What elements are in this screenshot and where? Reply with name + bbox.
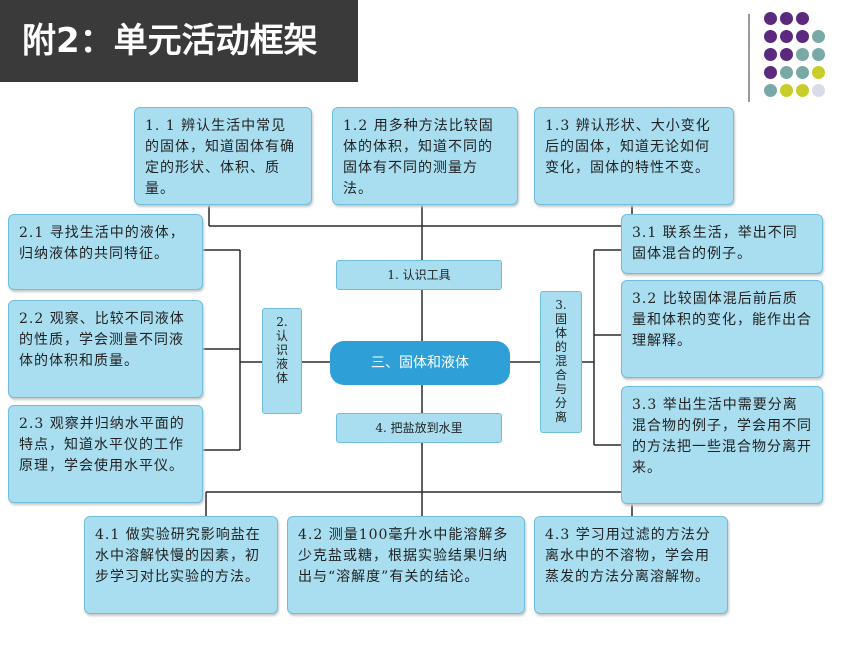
decorative-dot (764, 12, 777, 25)
decorative-dot (764, 48, 777, 61)
decorative-dot (796, 12, 809, 25)
branch-label-1: 1. 认识工具 (336, 260, 502, 290)
decorative-dot (764, 84, 777, 97)
goal-box-2-1: 2.1 寻找生活中的液体，归纳液体的共同特征。 (8, 214, 203, 290)
goal-box-1-1: 1. 1 辨认生活中常见的固体，知道固体有确定的形状、体积、质量。 (134, 107, 312, 205)
decorative-dot (780, 30, 793, 43)
goal-box-4-2: 4.2 测量100毫升水中能溶解多少克盐或糖，根据实验结果归纳出与“溶解度”有关… (287, 516, 525, 614)
decorative-dot-grid (764, 12, 846, 108)
decorative-dot (796, 48, 809, 61)
goal-box-3-3: 3.3 举出生活中需要分离混合物的例子，学会用不同的方法把一些混合物分离开来。 (621, 386, 823, 504)
decorative-dot (796, 84, 809, 97)
branch-label-3: 3. 固体的混合与分离 (540, 291, 582, 433)
decorative-dot (812, 66, 825, 79)
goal-box-2-3: 2.3 观察并归纳水平面的特点，知道水平仪的工作原理，学会使用水平仪。 (8, 405, 203, 503)
decorative-dot (812, 30, 825, 43)
decorative-dot (780, 48, 793, 61)
decorative-dot (780, 12, 793, 25)
branch-label-4: 4. 把盐放到水里 (336, 413, 502, 443)
goal-box-3-2: 3.2 比较固体混后前后质量和体积的变化，能作出合理解释。 (621, 280, 823, 378)
center-topic-node: 三、固体和液体 (330, 341, 510, 385)
goal-box-3-1: 3.1 联系生活，举出不同固体混合的例子。 (621, 214, 823, 274)
decorative-dot (812, 48, 825, 61)
goal-box-1-2: 1.2 用多种方法比较固体的体积，知道不同的固体有不同的测量方法。 (332, 107, 518, 205)
decorative-dot (780, 66, 793, 79)
goal-box-4-3: 4.3 学习用过滤的方法分离水中的不溶物，学会用蒸发的方法分离溶解物。 (534, 516, 728, 614)
decorative-dot (780, 84, 793, 97)
goal-box-4-1: 4.1 做实验研究影响盐在水中溶解快慢的因素，初步学习对比实验的方法。 (84, 516, 278, 614)
branch-label-2: 2. 认识液体 (262, 308, 302, 414)
goal-box-1-3: 1.3 辨认形状、大小变化后的固体，知道无论如何变化，固体的特性不变。 (534, 107, 734, 205)
decorative-dot (796, 30, 809, 43)
decorative-dot (764, 66, 777, 79)
goal-box-2-2: 2.2 观察、比较不同液体的性质，学会测量不同液体的体积和质量。 (8, 300, 203, 398)
decorative-dot (796, 66, 809, 79)
page-title: 附2：单元活动框架 (0, 0, 358, 82)
decorative-dot (812, 84, 825, 97)
decorative-dot (764, 30, 777, 43)
decorative-divider (748, 14, 750, 102)
